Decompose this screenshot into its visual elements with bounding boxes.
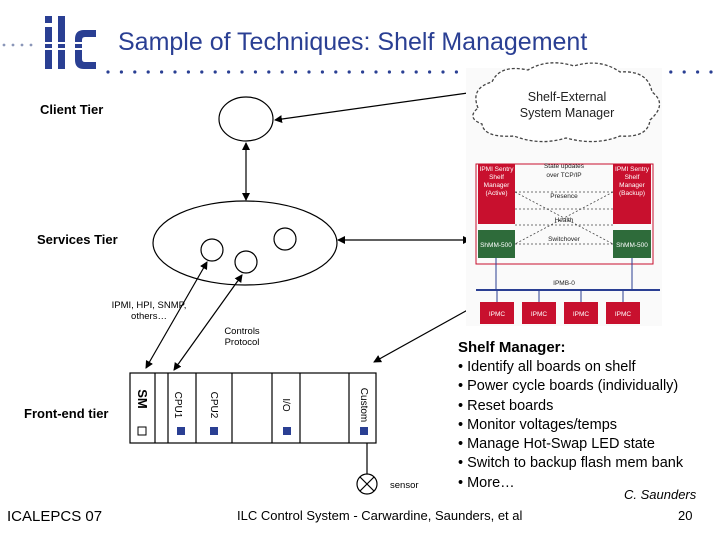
card-led bbox=[210, 427, 218, 435]
bullet-item: • Identify all boards on shelf bbox=[458, 359, 636, 375]
service-circle bbox=[234, 250, 258, 274]
shm-active-label: IPMI Sentry Shelf Manager (Active) bbox=[479, 166, 514, 197]
cloud-shape bbox=[472, 62, 661, 143]
card-label-io: I/O bbox=[280, 398, 291, 412]
card-led bbox=[137, 426, 147, 436]
services-tier-label: Services Tier bbox=[37, 232, 118, 247]
frontend-crate: SM CPU1 CPU2 I/O Custom bbox=[129, 372, 377, 444]
client-shelf-arrow bbox=[274, 89, 476, 123]
bullet-item: • Switch to backup flash mem bank bbox=[458, 455, 684, 472]
cloud-label-line1: Shelf-External bbox=[528, 90, 607, 104]
ipmc-box bbox=[480, 302, 514, 324]
ipmc-label: IPMC bbox=[573, 311, 590, 318]
shm-backup-box bbox=[613, 164, 651, 224]
shelf-manager-figure: Shelf-External System Manager IPMI Sentr… bbox=[466, 62, 662, 326]
presence-label: Presence bbox=[550, 193, 578, 200]
page-number: 20 bbox=[678, 508, 693, 523]
ipmb-label: IPMB-0 bbox=[553, 280, 575, 287]
card-led bbox=[360, 427, 368, 435]
shmm-right-label: ShMM-500 bbox=[616, 242, 648, 249]
ipmc-label: IPMC bbox=[615, 311, 632, 318]
card-label-cpu1: CPU1 bbox=[172, 392, 183, 419]
cloud-label-line2: System Manager bbox=[520, 106, 614, 120]
shm-backup-label: IPMI Sentry Shelf Manager (Backup) bbox=[615, 166, 649, 197]
service-circle bbox=[273, 227, 297, 251]
protocols-line2: others… bbox=[131, 311, 167, 322]
over-ip-label: over TCP/IP bbox=[546, 172, 581, 179]
sensor-symbol bbox=[356, 473, 378, 495]
sensor-label: sensor bbox=[390, 480, 419, 491]
client-ellipse bbox=[218, 96, 274, 142]
protocols-line1: IPMI, HPI, SNMP, bbox=[111, 300, 187, 311]
ilc-logo bbox=[45, 16, 100, 69]
card-label-sm: SM bbox=[135, 389, 150, 409]
bullet-item: • Monitor voltages/temps bbox=[458, 416, 618, 433]
shm-active-box bbox=[478, 164, 515, 224]
card-led bbox=[283, 427, 291, 435]
switchover-label: Switchover bbox=[548, 236, 581, 243]
frontend-tier-label: Front-end tier bbox=[24, 406, 109, 421]
controls-line2: Protocol bbox=[224, 337, 260, 348]
shmm-right-box bbox=[613, 230, 651, 258]
shelf-manager-bullets: • Identify all boards on shelf • Power c… bbox=[458, 358, 683, 493]
ipmc-label: IPMC bbox=[489, 311, 506, 318]
ipmc-label: IPMC bbox=[531, 311, 548, 318]
ipmc-box bbox=[606, 302, 640, 324]
shelf-manager-heading: Shelf Manager: bbox=[458, 339, 566, 356]
footer-conference: ICALEPCS 07 bbox=[7, 508, 103, 525]
protocols-note: IPMI, HPI, SNMP, others… bbox=[104, 300, 194, 322]
shmm-left-box bbox=[478, 230, 515, 258]
state-updates-label: State updates bbox=[544, 163, 585, 170]
card-label-custom: Custom bbox=[358, 388, 369, 422]
client-tier-label: Client Tier bbox=[40, 102, 104, 117]
shmm-left-label: ShMM-500 bbox=[480, 242, 512, 249]
slide-title: Sample of Techniques: Shelf Management bbox=[118, 28, 588, 56]
card-led bbox=[177, 427, 185, 435]
card-label-cpu2: CPU2 bbox=[208, 392, 219, 419]
bullet-item: • Reset boards bbox=[458, 397, 554, 414]
service-cpu-arrow bbox=[173, 274, 243, 371]
bullet-item: • More… bbox=[458, 474, 515, 491]
bullet-item: • Manage Hot-Swap LED state bbox=[458, 436, 655, 453]
footer-authors: ILC Control System - Carwardine, Saunder… bbox=[237, 508, 523, 523]
bullet-item: • Power cycle boards (individually) bbox=[458, 378, 679, 395]
service-circle bbox=[200, 238, 224, 262]
controls-note: Controls Protocol bbox=[214, 326, 270, 348]
ipmc-box bbox=[564, 302, 598, 324]
ipmc-box bbox=[522, 302, 556, 324]
health-label: Health bbox=[555, 217, 574, 224]
author-credit: C. Saunders bbox=[624, 487, 697, 502]
controls-line1: Controls bbox=[224, 326, 260, 337]
